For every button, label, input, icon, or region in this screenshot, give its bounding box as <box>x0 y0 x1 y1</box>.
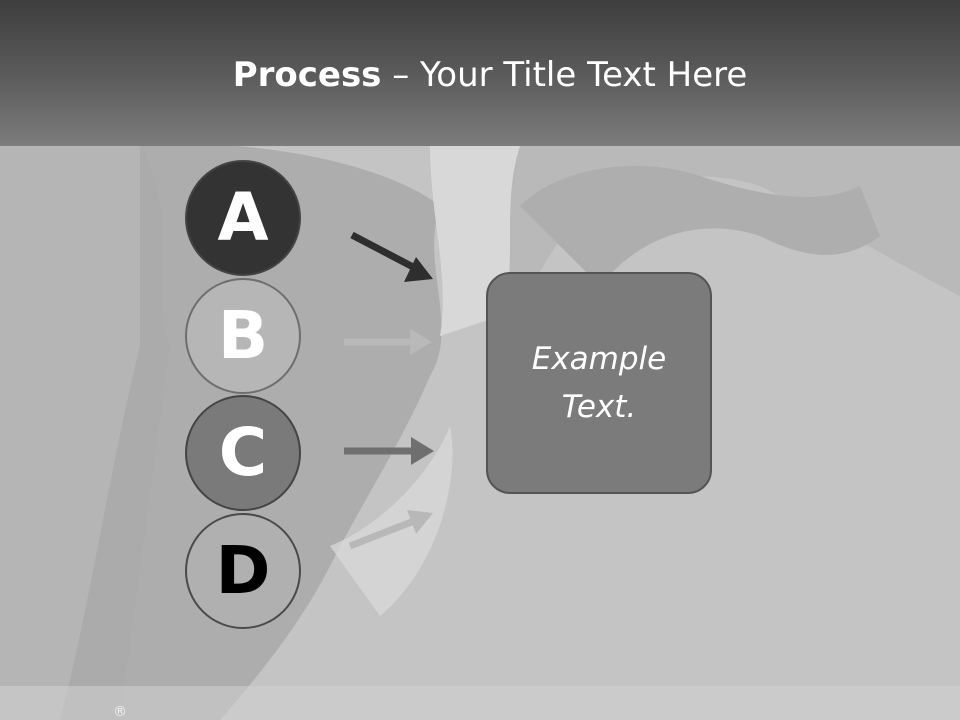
background-photo <box>0 146 960 720</box>
example-text-box: Example Text. <box>486 272 712 494</box>
registered-mark: ® <box>113 704 127 720</box>
step-d-circle: D <box>185 513 301 629</box>
step-c-circle: C <box>185 395 301 511</box>
title-bold: Process <box>232 55 382 95</box>
step-b-circle: B <box>185 278 301 394</box>
step-a-circle: A <box>185 160 301 276</box>
title-bar: Process – Your Title Text Here <box>0 0 960 146</box>
footer-band <box>0 686 960 720</box>
slide-title: Process – Your Title Text Here <box>0 52 960 98</box>
title-rest: – Your Title Text Here <box>381 55 748 95</box>
example-text: Example Text. <box>531 341 667 425</box>
